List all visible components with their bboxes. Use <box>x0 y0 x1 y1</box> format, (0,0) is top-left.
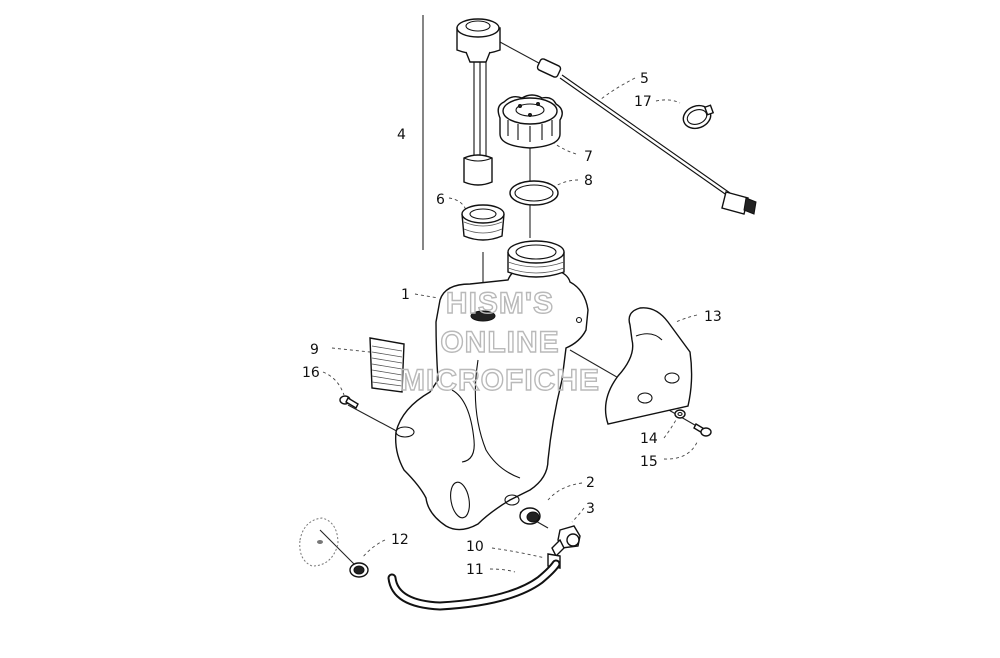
grommet-part-6 <box>461 204 505 241</box>
watermark-line-3: MICROFICHE <box>400 364 600 397</box>
o-ring-part-8 <box>509 180 559 206</box>
callout-8: 8 <box>584 173 593 189</box>
watermark-line-2: ONLINE <box>440 326 559 359</box>
leader-13 <box>675 314 698 323</box>
leader-17 <box>655 99 681 104</box>
callout-5: 5 <box>640 71 649 87</box>
callout-6: 6 <box>436 192 445 208</box>
callout-13: 13 <box>704 309 722 325</box>
fuel-hose-part-11 <box>387 559 561 611</box>
watermark-line-1: HISM'S <box>446 287 554 320</box>
callout-14: 14 <box>640 431 658 447</box>
leader-9 <box>331 347 371 353</box>
fuel-level-sender-part-4 <box>456 18 501 186</box>
leader-5 <box>599 77 636 101</box>
callout-16: 16 <box>302 365 320 381</box>
leader-8 <box>551 179 579 189</box>
callout-15: 15 <box>640 454 658 470</box>
leader-1 <box>414 293 439 299</box>
filter-pad <box>299 517 339 567</box>
washer-part-14 <box>674 409 686 419</box>
callout-1: 1 <box>401 287 410 303</box>
leader-12 <box>361 539 386 559</box>
grommet-part-12 <box>349 562 369 578</box>
heat-shield-part-13 <box>604 307 693 425</box>
callout-labels: 1 2 3 4 5 6 7 8 9 10 11 12 13 14 15 16 1… <box>302 71 722 578</box>
grommet-part-2 <box>519 507 541 525</box>
callout-2: 2 <box>586 475 595 491</box>
leader-14 <box>663 419 677 439</box>
leader-3 <box>571 507 585 523</box>
callout-7: 7 <box>584 149 593 165</box>
watermark: HISM'S ONLINE MICROFICHE <box>399 286 600 397</box>
fuel-tank-part-1 <box>394 240 589 531</box>
leader-pad-to-grommet12 <box>319 529 359 569</box>
leader-16 <box>322 371 345 396</box>
screw-part-15 <box>693 423 712 437</box>
leader-2 <box>547 482 583 501</box>
callout-4: 4 <box>397 127 406 143</box>
decal-part-9 <box>369 337 405 393</box>
clamp-part-17 <box>682 104 715 130</box>
screw-part-16 <box>339 395 359 409</box>
leader-6 <box>448 197 467 211</box>
callout-17: 17 <box>634 94 652 110</box>
callout-10: 10 <box>466 539 484 555</box>
leader-10 <box>491 547 546 559</box>
elbow-fitting-part-3 <box>551 525 581 558</box>
wire-harness-part-5 <box>536 58 757 215</box>
leader-11 <box>489 568 516 573</box>
callout-11: 11 <box>466 562 484 578</box>
callout-12: 12 <box>391 532 409 548</box>
leader-7 <box>547 137 577 155</box>
callout-3: 3 <box>586 501 595 517</box>
leader-15 <box>663 439 699 460</box>
callout-9: 9 <box>310 342 319 358</box>
fuel-cap-part-7 <box>497 94 563 149</box>
